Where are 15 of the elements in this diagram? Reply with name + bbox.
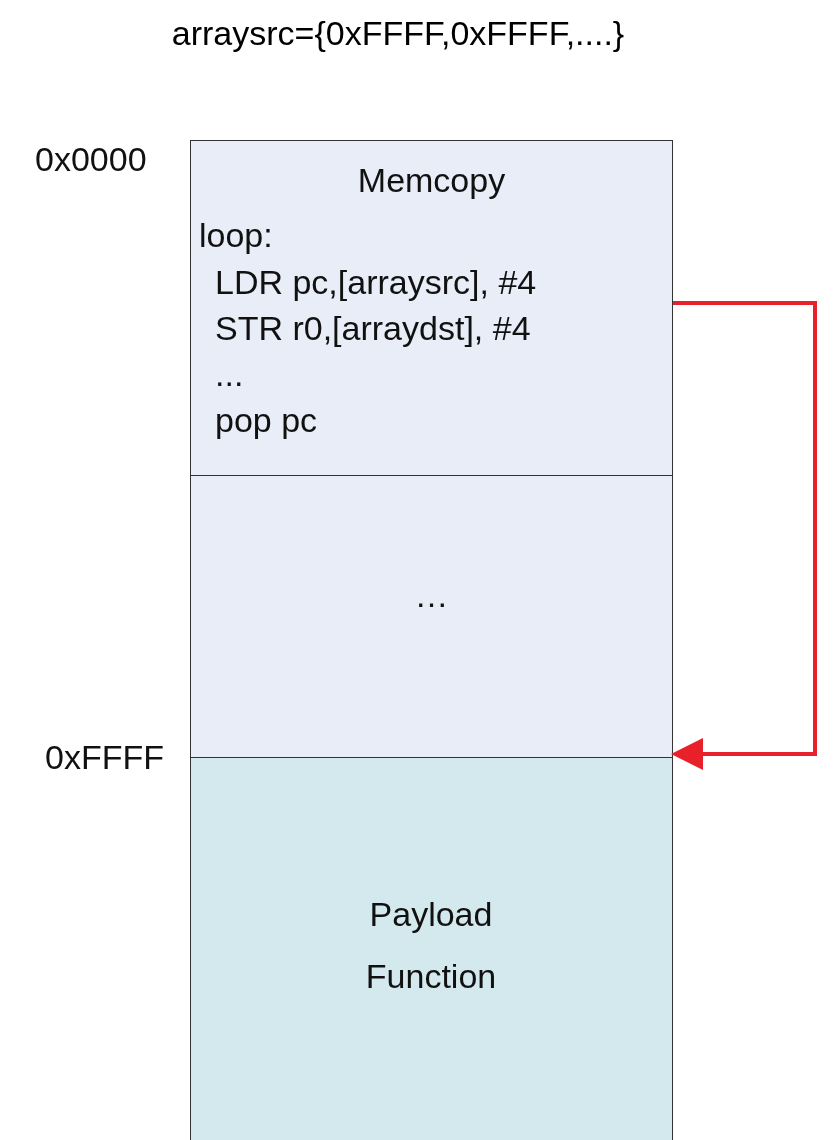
- arrow: [671, 301, 817, 770]
- block-label: …: [413, 576, 450, 615]
- block-label: Payload Function: [364, 894, 498, 997]
- memory-block: [190, 140, 673, 476]
- code-line: LDR pc,[arraysrc], #4: [215, 263, 537, 302]
- address-label: 0xFFFF: [45, 738, 164, 777]
- memory-block: [190, 475, 673, 758]
- memory-block: [190, 757, 673, 1140]
- code-line: pop pc: [215, 401, 318, 440]
- block-heading: Memcopy: [356, 161, 507, 200]
- code-line: loop:: [199, 216, 273, 255]
- code-line: STR r0,[arraydst], #4: [215, 309, 531, 348]
- address-label: 0x0000: [35, 140, 147, 179]
- title: arraysrc={0xFFFF,0xFFFF,....}: [170, 14, 626, 53]
- code-line: ...: [215, 355, 244, 394]
